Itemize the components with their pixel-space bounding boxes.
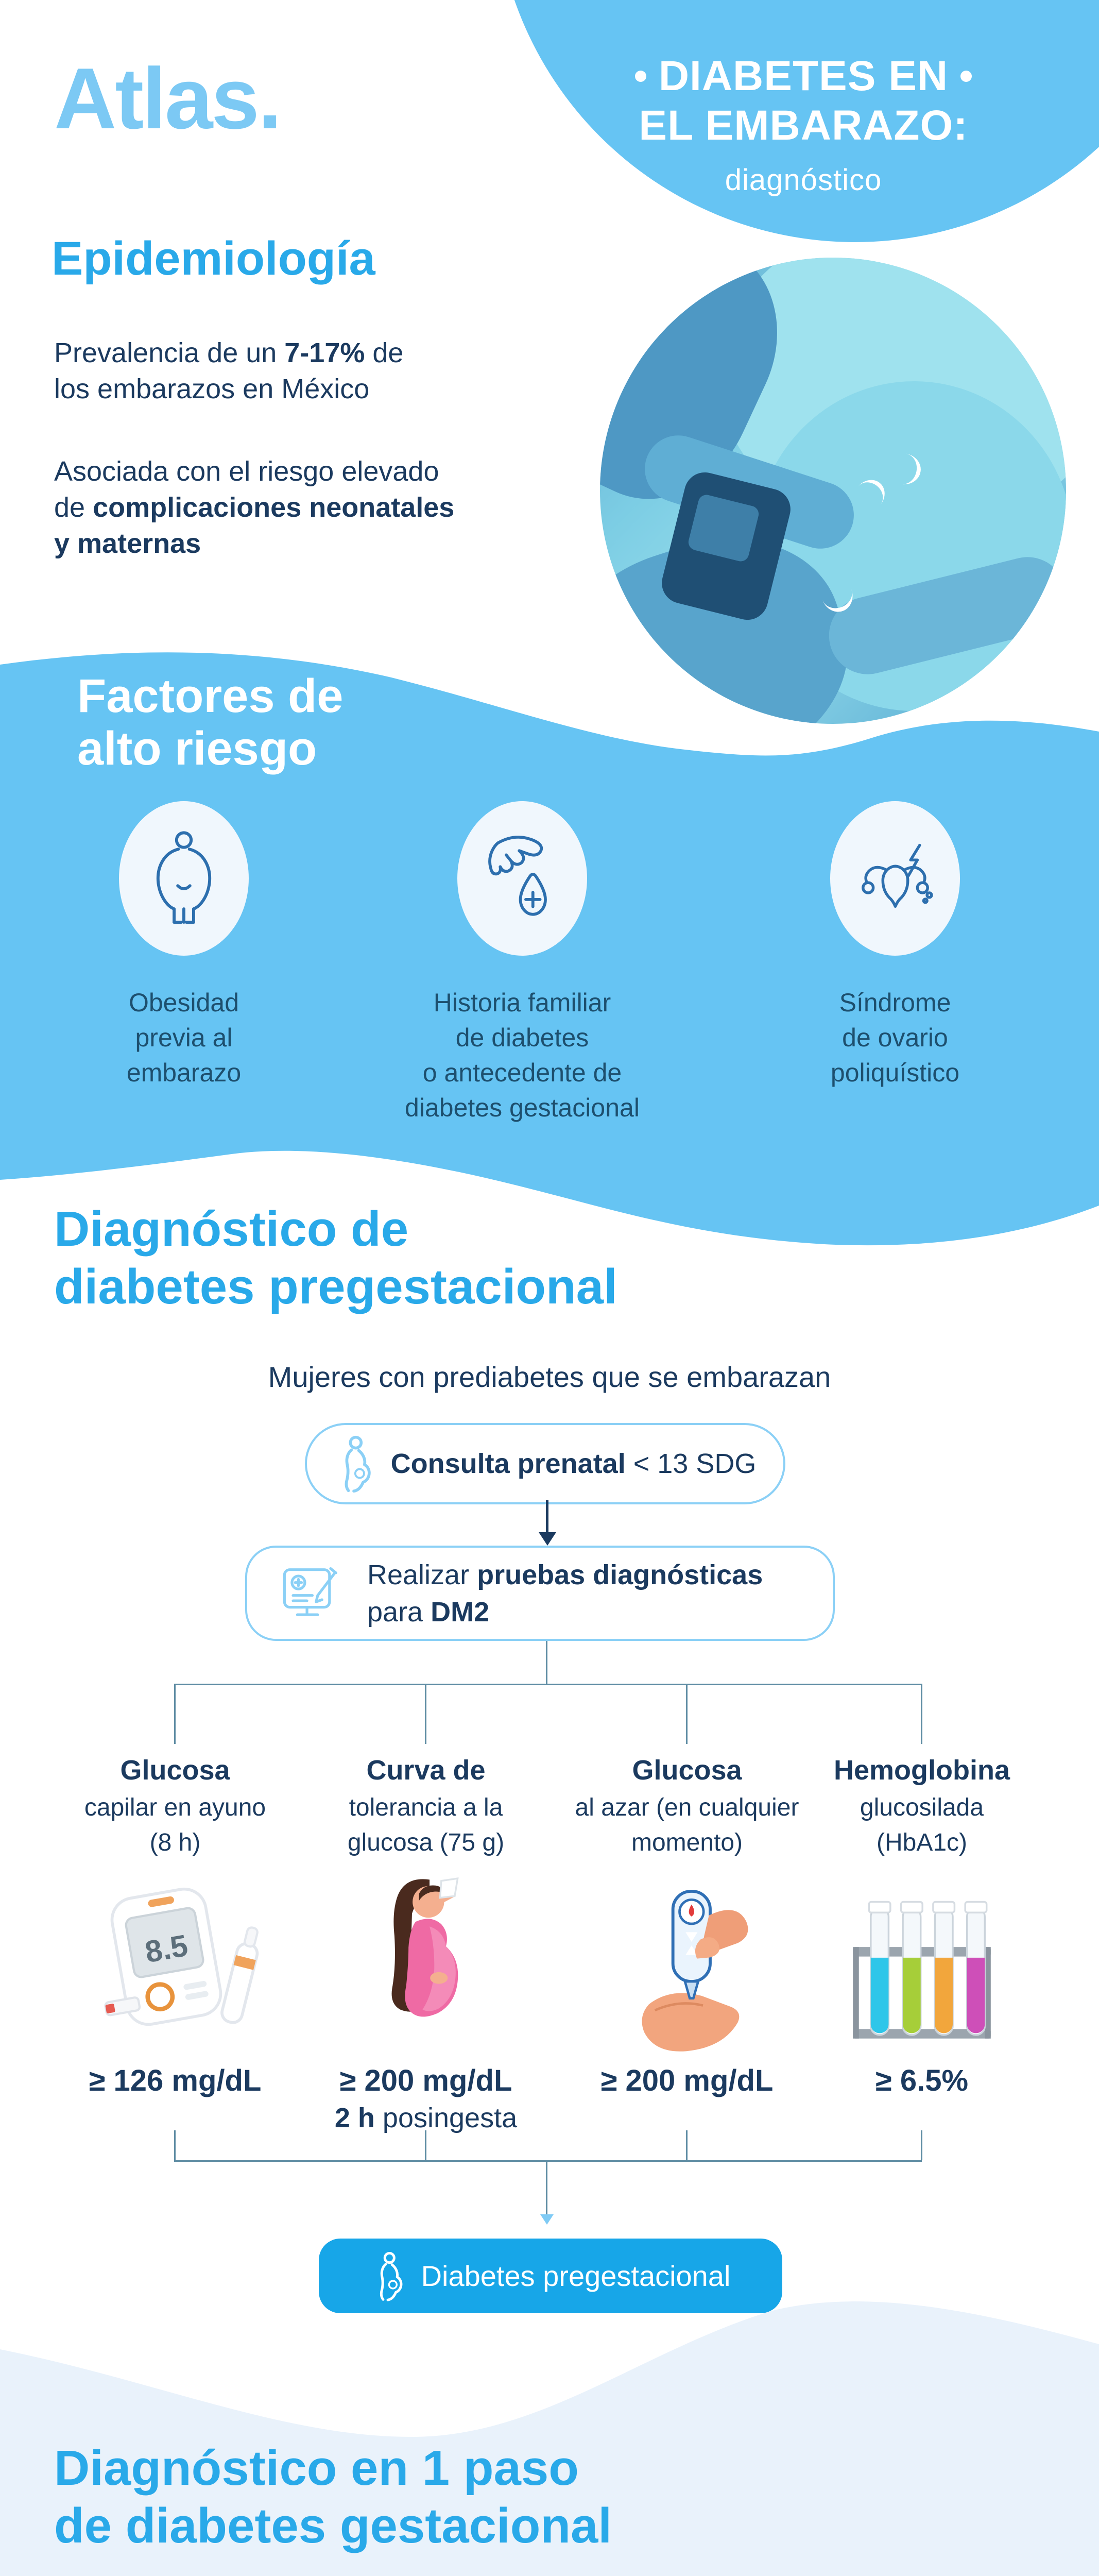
prevalencia-post: de [365,337,404,368]
diabetes-pregestacional-label: Diabetes pregestacional [421,2260,731,2292]
col2-subtitle: tolerancia a la glucosa (75 g) [347,1794,505,1856]
merge-line-3 [686,2130,688,2160]
box-line2-bold: DM2 [431,1596,490,1628]
asociada-line3-bold: y maternas [54,528,201,559]
pregnant-woman-drinking-illustration [390,1877,459,2018]
col1-subtitle: capilar en ayuno (8 h) [84,1794,266,1856]
tree-horizontal [174,1684,922,1685]
obesity-icon [150,829,217,927]
gestacional-background-wave [0,2301,1099,2576]
col2-title: Curva de [366,1755,486,1786]
factores-heading: Factores de alto riesgo [77,670,344,775]
col3-title: Glucosa [632,1755,742,1786]
prevalencia-paragraph: Prevalencia de un 7-17% de los embarazos… [54,335,595,407]
tree-branch-2 [425,1684,426,1744]
asociada-line2-bold: complicaciones neonatales [93,492,455,523]
tree-branch-4 [921,1684,922,1744]
col1-value: ≥ 126 mg/dL [89,2064,262,2097]
diagnostic-monitor-icon [280,1561,345,1625]
decorative-dot-right [960,71,972,82]
pruebas-box-text: Realizar pruebas diagnósticas para DM2 [367,1556,763,1631]
factor-circle-obesidad [119,801,249,956]
factor-label-sop: Síndrome de ovario poliquístico [830,988,960,1087]
flow-arrow-head [539,1532,556,1546]
consulta-prenatal-pill-1: Consulta prenatal < 13 SDG [305,1423,785,1504]
pill1-rest: < 13 SDG [625,1448,757,1479]
asociada-line2-pre: de [54,492,93,523]
decorative-dot-left [634,71,646,82]
col4-title: Hemoglobina [833,1755,1010,1786]
header-title: DIABETES EN EL EMBARAZO: diagnóstico [561,52,1045,197]
header-title-line2: EL EMBARAZO: [639,102,968,149]
test-tubes-illustration [852,1901,992,2040]
header-title-line1: DIABETES EN [561,52,1045,101]
col2-value-line2: 2 h posingesta [292,2102,560,2134]
factor-circle-sop [830,801,960,956]
tree-stem [546,1641,547,1684]
flow-arrow-line [546,1500,548,1533]
merge-arrow-head [540,2214,554,2225]
merge-line-1 [174,2130,176,2160]
prevalencia-line2: los embarazos en México [54,374,370,404]
box-line1-bold: pruebas diagnósticas [477,1559,763,1590]
col3-value: ≥ 200 mg/dL [600,2064,774,2097]
box-line1-pre: Realizar [367,1559,477,1590]
header-title-text1: DIABETES EN [658,53,949,99]
col2-value2-rest: posingesta [374,2103,518,2133]
gestacional-heading: Diagnóstico en 1 paso de diabetes gestac… [54,2441,612,2553]
prevalencia-pre: Prevalencia de un [54,337,285,368]
box-line2-pre: para [367,1596,431,1628]
col4-value: ≥ 6.5% [875,2064,969,2097]
epidemiologia-heading: Epidemiología [51,232,375,285]
pill1-bold: Consulta prenatal [390,1448,626,1479]
pregestacional-heading: Diagnóstico de diabetes pregestacional [54,1201,617,1314]
factor-label-historia: Historia familiar de diabetes o antecede… [405,988,640,1122]
tree-branch-3 [686,1684,688,1744]
hero-photo [600,258,1066,724]
pregestacional-intro: Mujeres con prediabetes que se embarazan [268,1361,831,1393]
col1-title: Glucosa [120,1755,230,1786]
col2-value: ≥ 200 mg/dL [339,2064,512,2097]
tree-branch-1 [174,1684,176,1744]
asociada-paragraph: Asociada con el riesgo elevado de compli… [54,453,631,562]
pcos-icon [853,836,938,921]
col4-subtitle: glucosilada (HbA1c) [860,1794,984,1856]
merge-line-4 [921,2130,922,2160]
factor-label-obesidad: Obesidad previa al embarazo [126,988,242,1087]
brand-logo: Atlas. [54,50,282,147]
header-subtitle: diagnóstico [725,163,882,197]
family-history-icon [484,831,561,926]
factor-circle-historia [457,801,587,956]
glucometer-illustration [88,1880,263,2048]
col3-subtitle: al azar (en cualquier momento) [575,1794,799,1856]
merge-horizontal [174,2160,922,2162]
merge-stem [546,2160,547,2215]
factores-background-wave [0,652,1099,1246]
diabetes-pregestacional-button: Diabetes pregestacional [319,2239,782,2313]
pruebas-box: Realizar pruebas diagnósticas para DM2 [245,1546,835,1641]
col2-value2-bold: 2 h [334,2103,375,2133]
merge-line-2 [425,2130,426,2160]
prevalencia-bold: 7-17% [284,337,365,368]
hand-lancet-illustration [613,1880,757,2061]
pregnant-icon [334,1434,373,1493]
pill1-text: Consulta prenatal < 13 SDG [391,1448,757,1480]
asociada-line1: Asociada con el riesgo elevado [54,456,439,487]
